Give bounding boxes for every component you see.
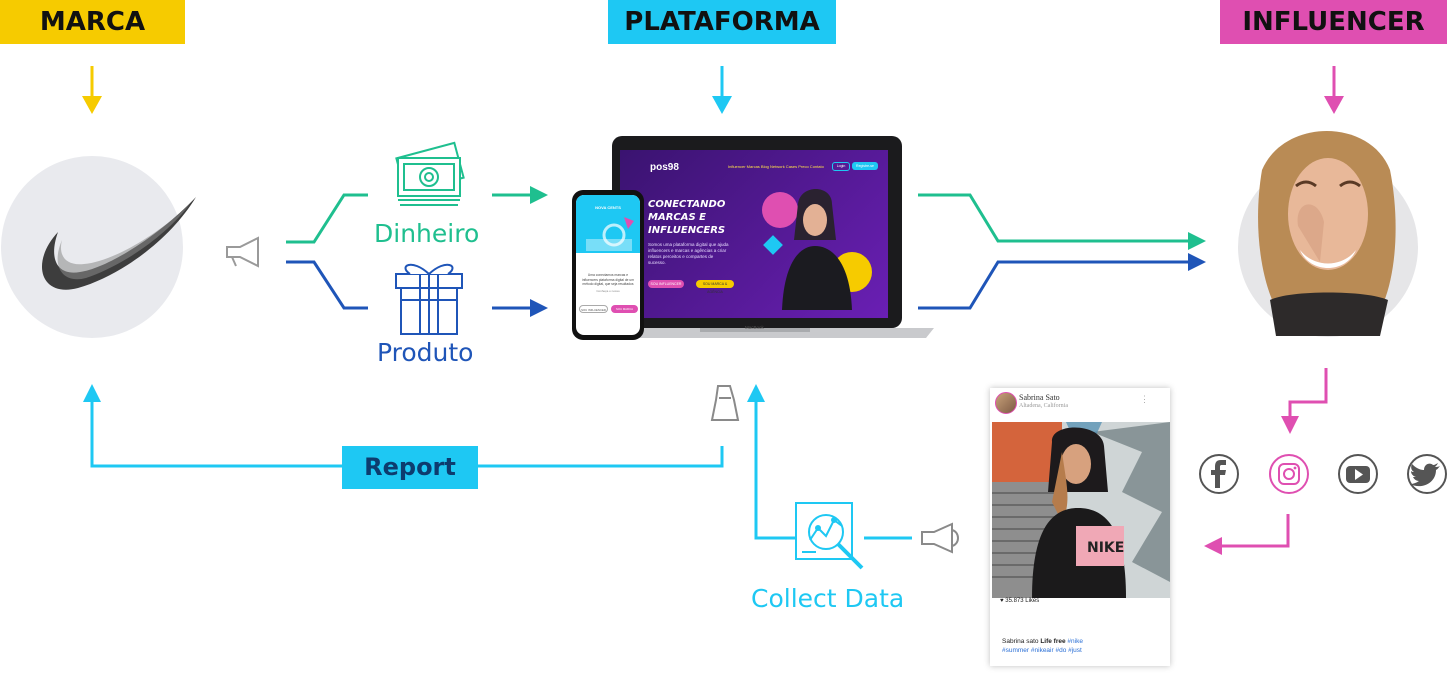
platform-nav: Influencer Marcas Blog Network Cases Pre… (728, 164, 824, 169)
instagram-post-card: Sabrina Sato Altadena, California ⋮ NIKE… (990, 388, 1170, 666)
phone-hero-shapes (586, 217, 634, 251)
phone-screen: NOVA CENTS Uma conectamos marcas e influ… (576, 195, 640, 335)
platform-headline: CONECTANDO MARCAS E INFLUENCERS (648, 199, 726, 236)
influencer-to-social-arrowhead (1281, 416, 1299, 434)
influencer-to-social-line (1288, 368, 1328, 418)
report-return-line (90, 400, 724, 468)
phone-text: Uma conectamos marcas e influencers plat… (581, 273, 635, 286)
caption-user: Sabrina sato (1002, 638, 1039, 645)
marca-tag: MARCA (0, 0, 185, 44)
report-label: Report (342, 446, 478, 489)
post-likes-count: 35.873 Likes (1005, 598, 1040, 604)
post-username: Sabrina Sato (1019, 393, 1060, 402)
platform-website-screen: pos98 Influencer Marcas Blog Network Cas… (620, 150, 888, 318)
phone-link: Conheça o nosso (596, 289, 620, 293)
money-arrowhead (530, 186, 548, 204)
platform-product-out-line (918, 260, 1188, 310)
phone-influencer-button: SOU INFLUENCER (579, 305, 608, 313)
more-options-icon: ⋮ (1140, 394, 1149, 404)
caption-hashtag: #nike (1067, 638, 1083, 645)
social-to-post-line (1220, 514, 1290, 548)
nike-logo-circle (1, 156, 196, 338)
phone-header: NOVA CENTS (576, 195, 640, 253)
nike-shirt-print: NIKE (1087, 540, 1124, 556)
caption-hashtags: #summer #nikeair #do #just (1002, 647, 1082, 654)
platform-product-out-arrowhead (1188, 253, 1206, 271)
platform-hero-image (762, 189, 872, 310)
signup-button: Registre-se (852, 162, 878, 170)
platform-description: Somos uma plataforma digital que ajuda i… (648, 242, 729, 265)
post-photo: NIKE (992, 422, 1170, 598)
login-button: Login (832, 162, 850, 171)
product-arrowhead (530, 299, 548, 317)
collect-data-line (754, 402, 912, 540)
influencer-cta-button: SOU INFLUENCER (648, 280, 684, 288)
post-caption: Sabrina sato Life free #nike #summer #ni… (1002, 637, 1162, 655)
post-avatar (995, 392, 1017, 414)
post-location: Altadena, California (1019, 403, 1068, 409)
collect-data-arrowhead (747, 384, 765, 402)
caption-text: Life free (1040, 638, 1066, 645)
report-arrowhead (83, 384, 101, 402)
post-likes: ♥ 35.873 Likes (1000, 598, 1040, 604)
money-flow-line (286, 193, 530, 244)
phone-brand-button: SOU MARCA (611, 305, 638, 313)
product-flow-line (286, 260, 530, 310)
instagram-icon (1269, 454, 1309, 494)
marca-down-arrow (82, 66, 102, 114)
data-analysis-icon (795, 502, 864, 570)
influencer-tag: INFLUENCER (1220, 0, 1447, 44)
phone-title: NOVA CENTS (595, 205, 621, 210)
alert-icon (710, 385, 740, 421)
influencer-down-arrow (1324, 66, 1344, 114)
social-to-post-arrowhead (1204, 537, 1222, 555)
platform-money-out-arrowhead (1188, 232, 1206, 250)
collect-data-label: Collect Data (751, 584, 905, 613)
twitter-icon (1407, 454, 1447, 494)
platform-money-out-line (918, 193, 1188, 243)
money-icon (395, 141, 465, 206)
brand-cta-button: SOU MARCA & AGÊNCIA (696, 280, 734, 294)
money-label: Dinheiro (374, 219, 480, 248)
plataforma-tag: PLATAFORMA (608, 0, 836, 44)
device-label: MacBook (745, 325, 764, 330)
influencer-portrait (1238, 131, 1418, 337)
plataforma-down-arrow (712, 66, 732, 114)
post-megaphone-icon (921, 522, 959, 554)
gift-icon (395, 263, 463, 335)
product-label: Produto (377, 338, 474, 367)
youtube-icon (1338, 454, 1378, 494)
phone-device: NOVA CENTS Uma conectamos marcas e influ… (572, 190, 644, 340)
platform-logo: pos98 (650, 162, 679, 173)
megaphone-icon (226, 236, 259, 268)
facebook-icon (1199, 454, 1239, 494)
